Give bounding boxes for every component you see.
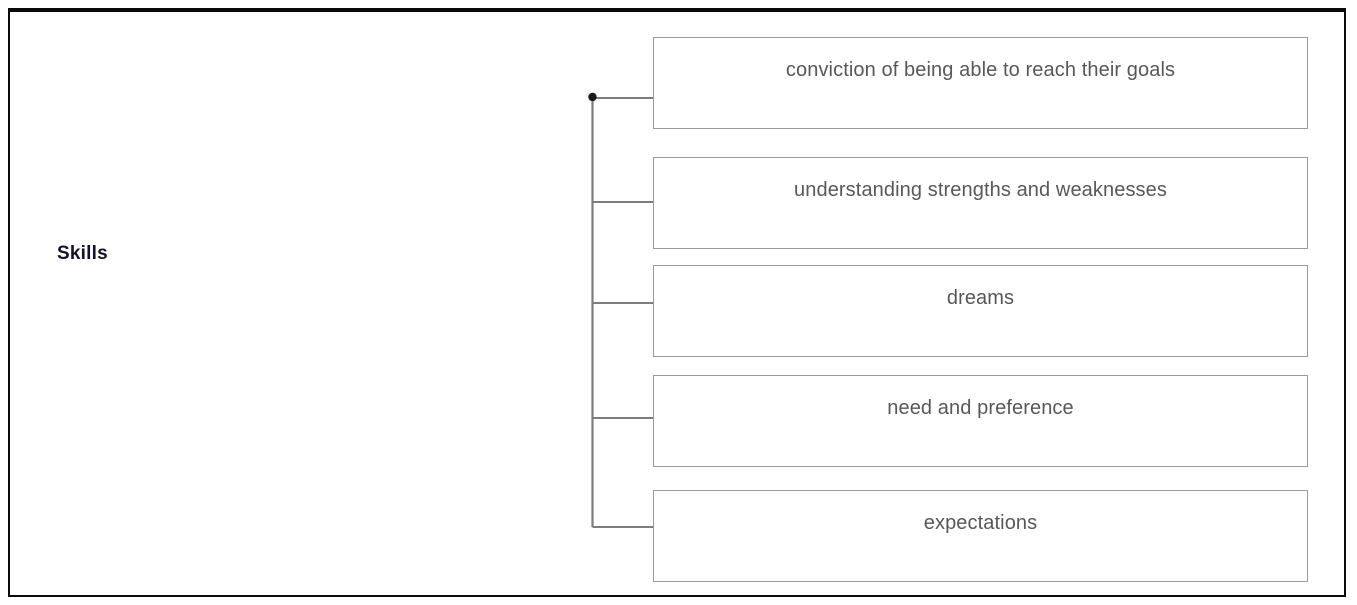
node-label: expectations — [923, 512, 1038, 534]
node-box[interactable]: conviction of being able to reach their … — [653, 37, 1308, 129]
node-box[interactable]: expectations — [653, 490, 1308, 582]
node-box[interactable]: dreams — [653, 265, 1308, 357]
node-label: understanding strengths and weaknesses — [794, 179, 1167, 201]
node-label: dreams — [946, 287, 1015, 309]
node-label: conviction of being able to reach their … — [785, 59, 1176, 81]
node-label: need and preference — [887, 397, 1074, 419]
node-box[interactable]: need and preference — [653, 375, 1308, 467]
node-box[interactable]: understanding strengths and weaknesses — [653, 157, 1308, 249]
root-node-label: Skills — [57, 243, 108, 264]
